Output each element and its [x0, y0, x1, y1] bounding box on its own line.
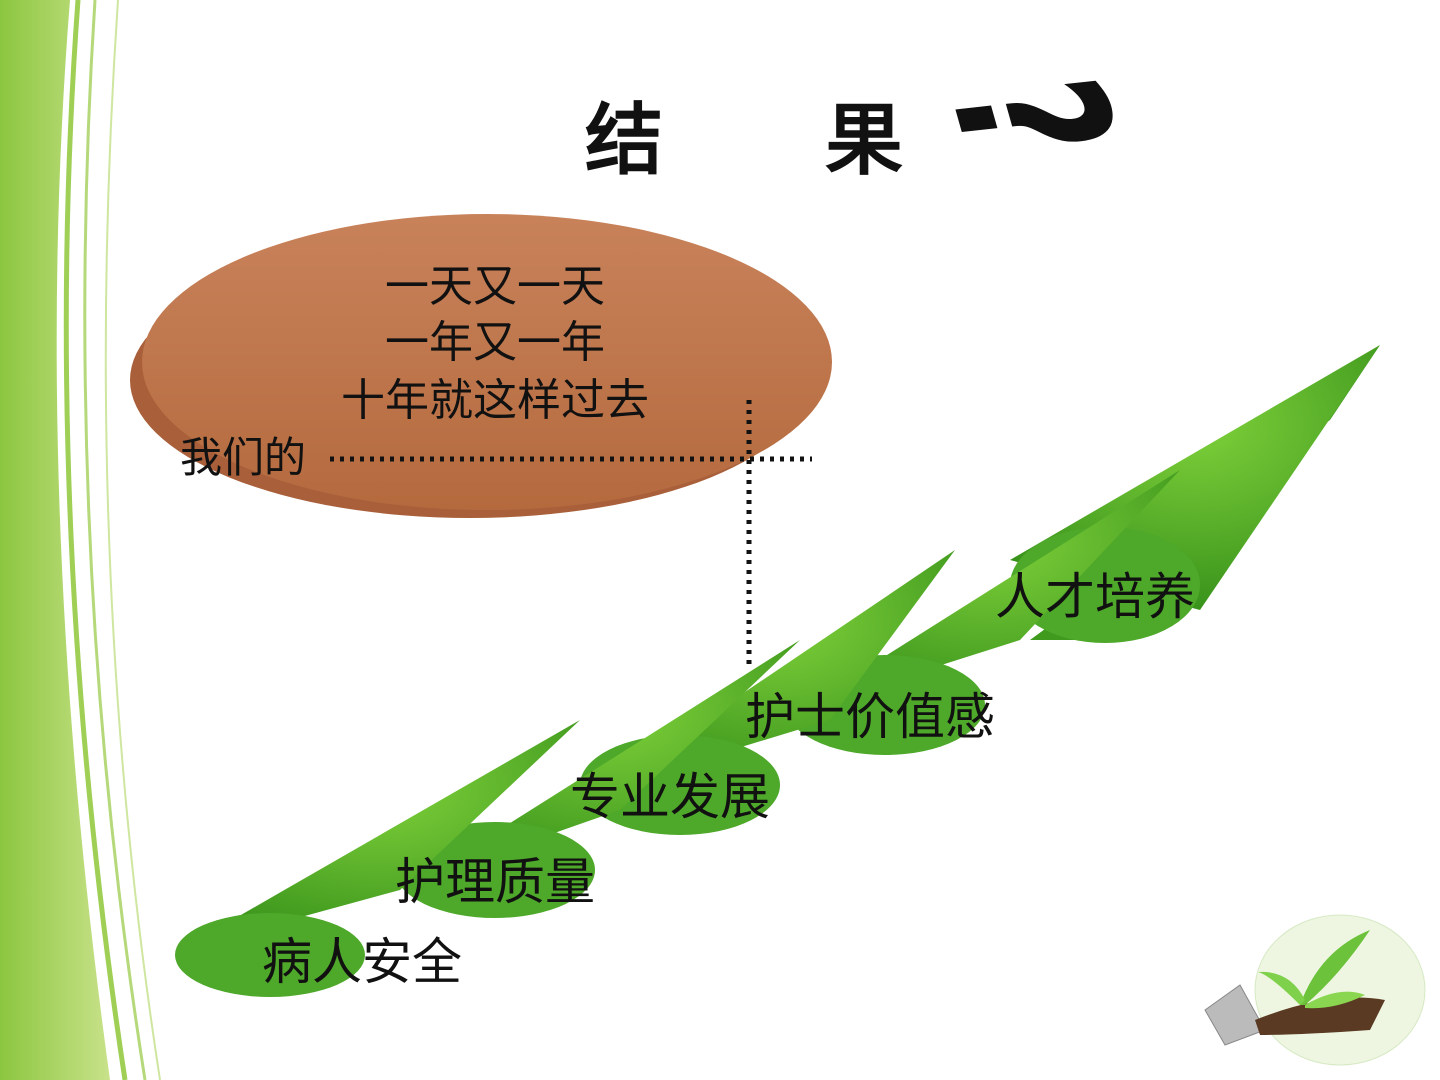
oval-line-1: 一天又一天	[385, 261, 605, 312]
title-char-2: 果	[825, 96, 904, 186]
left-decor-band	[0, 0, 161, 1080]
oval-line-3: 十年就这样过去	[341, 375, 649, 426]
oval-line-2: 一年又一年	[385, 317, 605, 368]
step-label-nurse-value: 护士价值感	[745, 688, 995, 746]
step-label-talent-training: 人才培养	[995, 568, 1195, 626]
step-label-patient-safety: 病人安全	[262, 933, 462, 991]
orange-oval	[130, 214, 832, 518]
title-char-1: 结	[585, 96, 664, 186]
lightbulb-seedling-image	[1204, 914, 1426, 1066]
step-label-professional-development: 专业发展	[570, 768, 770, 826]
step-label-nursing-quality: 护理质量	[395, 853, 595, 911]
green-staircase	[175, 345, 1380, 997]
oval-lead-text: 我们的	[180, 433, 307, 482]
